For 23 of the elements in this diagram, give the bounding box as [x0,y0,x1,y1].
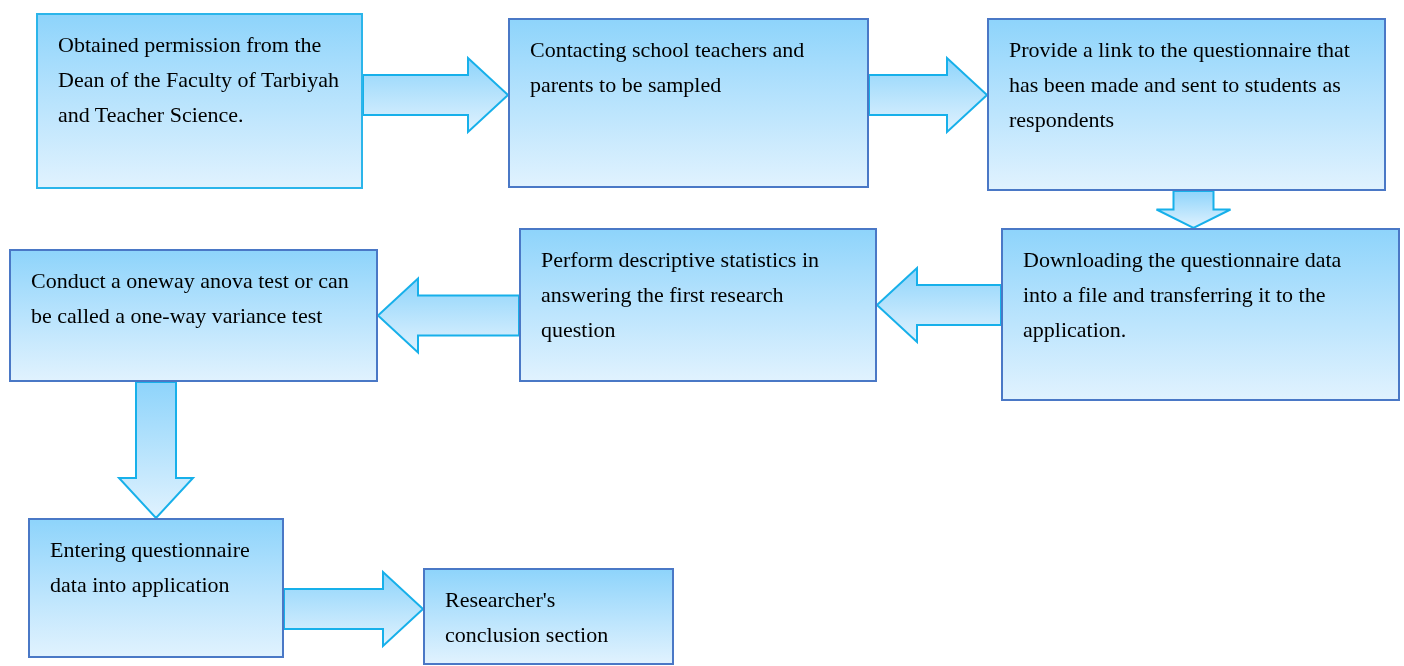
block-arrow [875,265,1002,345]
process-box [9,249,378,382]
process-box [508,18,869,188]
step-text: Contacting school teachers and parents to be sampled [530,36,806,99]
process-box [423,568,674,665]
step-text: Downloading the questionnaire data into a file and transferring it to the application. [1023,246,1343,344]
step-text: Researcher's conclusion section [445,586,610,649]
step-text: Perform descriptive statistics in answering the first research question [541,246,820,344]
block-arrow [1155,190,1232,230]
block-arrow [116,381,196,520]
step-text: Provide a link to the questionnaire that has been made and sent to students as respondents [1009,36,1351,134]
block-arrow [283,569,425,649]
process-box [1001,228,1400,401]
block-arrow [868,55,989,135]
process-box [519,228,877,382]
step-text: Obtained permission from the Dean of the Faculty of Tarbiyah and Teacher Science. [58,31,340,129]
block-arrow [376,276,520,355]
step-text: Entering questionnaire data into application [50,536,251,599]
process-box [28,518,284,658]
step-text: Conduct a oneway anova test or can be called a one-way variance test [31,267,350,330]
process-box [36,13,363,189]
block-arrow [362,55,510,135]
process-box [987,18,1386,191]
